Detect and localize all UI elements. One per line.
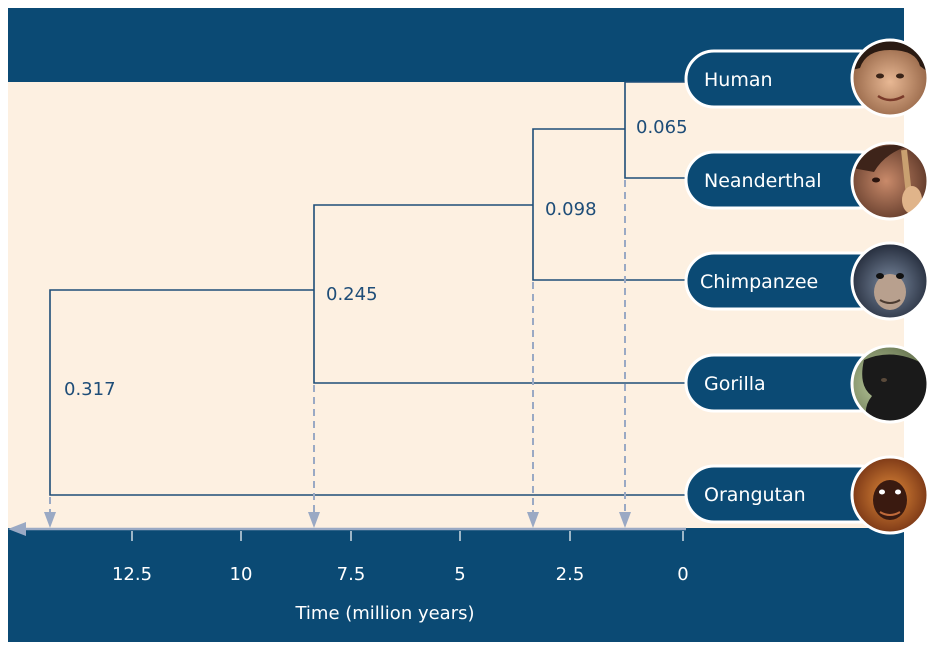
taxon-label: Gorilla [704,373,766,395]
time-axis: 12.5 10 7.5 5 2.5 0 Time (million years) [8,522,689,624]
axis-title: Time (million years) [294,603,474,624]
tick-label-5: 5 [454,564,465,585]
arrowhead-0.245 [308,512,320,528]
tick-label-10: 10 [230,564,253,585]
taxon-pill-human: Human [684,38,930,118]
time-drop-lines [49,180,626,520]
axis-arrowhead [8,522,26,536]
taxon-pill-chimpanzee: Chimpanzee [684,241,930,321]
branch-node-0.317 [49,289,686,496]
tick-label-7.5: 7.5 [337,564,366,585]
node-label-0.245: 0.245 [326,284,378,305]
orangutan-face-photo-icon [850,455,930,535]
human-face-photo-icon [850,38,930,118]
taxon-pill-orangutan: Orangutan [684,455,930,535]
arrowhead-0.065 [619,512,631,528]
tick-label-0: 0 [677,564,688,585]
gorilla-face-photo-icon [850,344,930,424]
chimpanzee-face-photo-icon [850,241,930,321]
neanderthal-face-photo-icon [850,141,930,221]
tree-branches [49,81,686,496]
taxon-label: Human [704,69,773,91]
tick-label-2.5: 2.5 [556,564,585,585]
taxon-pill-neanderthal: Neanderthal [684,141,930,221]
taxon-label: Neanderthal [704,170,822,192]
node-label-0.098: 0.098 [545,199,597,220]
arrowhead-0.098 [527,512,539,528]
drop-arrowheads [44,512,631,528]
node-label-0.065: 0.065 [636,117,688,138]
node-label-0.317: 0.317 [64,379,116,400]
tick-label-12.5: 12.5 [112,564,152,585]
branch-node-0.245 [313,204,686,384]
taxon-pill-gorilla: Gorilla [684,344,930,424]
taxon-label: Chimpanzee [700,271,818,293]
branch-human-neanderthal [624,81,686,179]
arrowhead-0.317 [44,512,56,528]
taxon-label: Orangutan [704,484,806,506]
